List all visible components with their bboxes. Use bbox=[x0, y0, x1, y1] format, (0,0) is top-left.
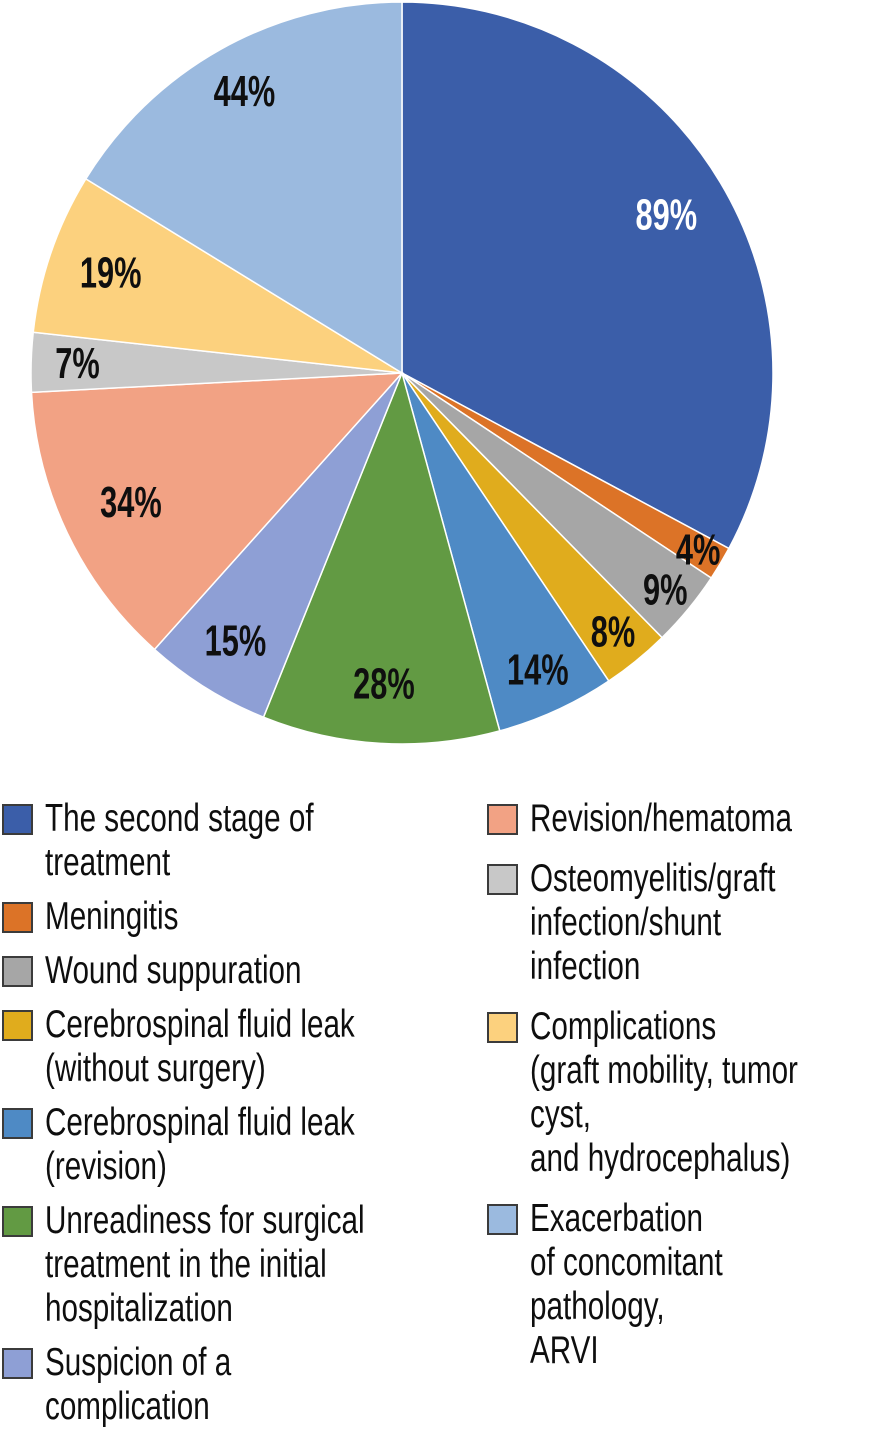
pie-slice-percent-label: 4% bbox=[676, 526, 721, 575]
legend-label: Unreadiness for surgical treatment in th… bbox=[45, 1199, 365, 1330]
legend-label: Complications (graft mobility, tumor cys… bbox=[530, 1005, 798, 1180]
legend-item: Cerebrospinal fluid leak (without surger… bbox=[2, 1003, 480, 1091]
pie-slice-percent-label: 9% bbox=[643, 566, 688, 615]
legend-item: Meningitis bbox=[2, 895, 480, 939]
pie-slice-percent-label: 19% bbox=[80, 249, 142, 298]
legend-swatch bbox=[2, 804, 33, 835]
legend-item: The second stage of treatment bbox=[2, 797, 480, 885]
pie-slice bbox=[30, 372, 404, 651]
legend-label: Revision/hematoma bbox=[530, 797, 792, 840]
pie-slice-percent-label: 34% bbox=[100, 478, 162, 527]
legend-swatch bbox=[2, 956, 33, 987]
pie-slice bbox=[84, 1, 403, 375]
legend-swatch bbox=[2, 1010, 33, 1041]
pie-slice bbox=[153, 372, 403, 719]
legend-label: Suspicion of a complication after surger… bbox=[45, 1341, 262, 1433]
legend-swatch bbox=[2, 1206, 33, 1237]
pie-slice-percent-label: 15% bbox=[205, 616, 267, 665]
pie-slice bbox=[401, 1, 774, 550]
legend-item: Revision/hematoma bbox=[487, 797, 885, 841]
pie-slice-percent-label: 8% bbox=[591, 607, 636, 656]
pie-slice-percent-label: 28% bbox=[353, 660, 415, 709]
legend-label: Cerebrospinal fluid leak (without surger… bbox=[45, 1003, 355, 1090]
legend-item: Wound suppuration bbox=[2, 949, 480, 993]
legend-column-left: The second stage of treatment Meningitis… bbox=[2, 797, 480, 1433]
legend-item: Unreadiness for surgical treatment in th… bbox=[2, 1199, 480, 1331]
pie-slice-percent-label: 14% bbox=[507, 645, 569, 694]
legend-swatch bbox=[487, 804, 518, 835]
legend-label: Meningitis bbox=[45, 895, 179, 938]
pie-slice-percent-label: 7% bbox=[55, 339, 100, 388]
legend-swatch bbox=[2, 1108, 33, 1139]
legend-column-right: Revision/hematoma Osteomyelitis/graft in… bbox=[487, 797, 885, 1389]
legend-swatch bbox=[487, 1012, 518, 1043]
legend-label: Osteomyelitis/graft infection/shunt infe… bbox=[530, 857, 776, 988]
pie-slice-percent-label: 89% bbox=[636, 190, 698, 239]
pie-slice bbox=[32, 177, 403, 374]
legend-label: Exacerbation of concomitant pathology, A… bbox=[530, 1197, 723, 1372]
legend-swatch bbox=[487, 1204, 518, 1235]
legend-label: The second stage of treatment bbox=[45, 797, 322, 884]
pie-slice-percent-label: 44% bbox=[214, 67, 276, 116]
legend-swatch bbox=[2, 902, 33, 933]
legend-label: Cerebrospinal fluid leak (revision) bbox=[45, 1101, 355, 1188]
legend-item: Suspicion of a complication after surger… bbox=[2, 1341, 480, 1433]
legend-swatch bbox=[2, 1348, 33, 1379]
pie-chart: 89% 4%9%8% 14% 28% 15% 34% 7% 19% 44% bbox=[30, 1, 774, 745]
legend-item: Exacerbation of concomitant pathology, A… bbox=[487, 1197, 885, 1373]
pie-slice bbox=[262, 370, 501, 745]
legend-item: Complications (graft mobility, tumor cys… bbox=[487, 1005, 885, 1181]
legend-item: Cerebrospinal fluid leak (revision) bbox=[2, 1101, 480, 1189]
legend-item: Osteomyelitis/graft infection/shunt infe… bbox=[487, 857, 885, 989]
legend-swatch bbox=[487, 864, 518, 895]
legend-label: Wound suppuration bbox=[45, 949, 302, 992]
